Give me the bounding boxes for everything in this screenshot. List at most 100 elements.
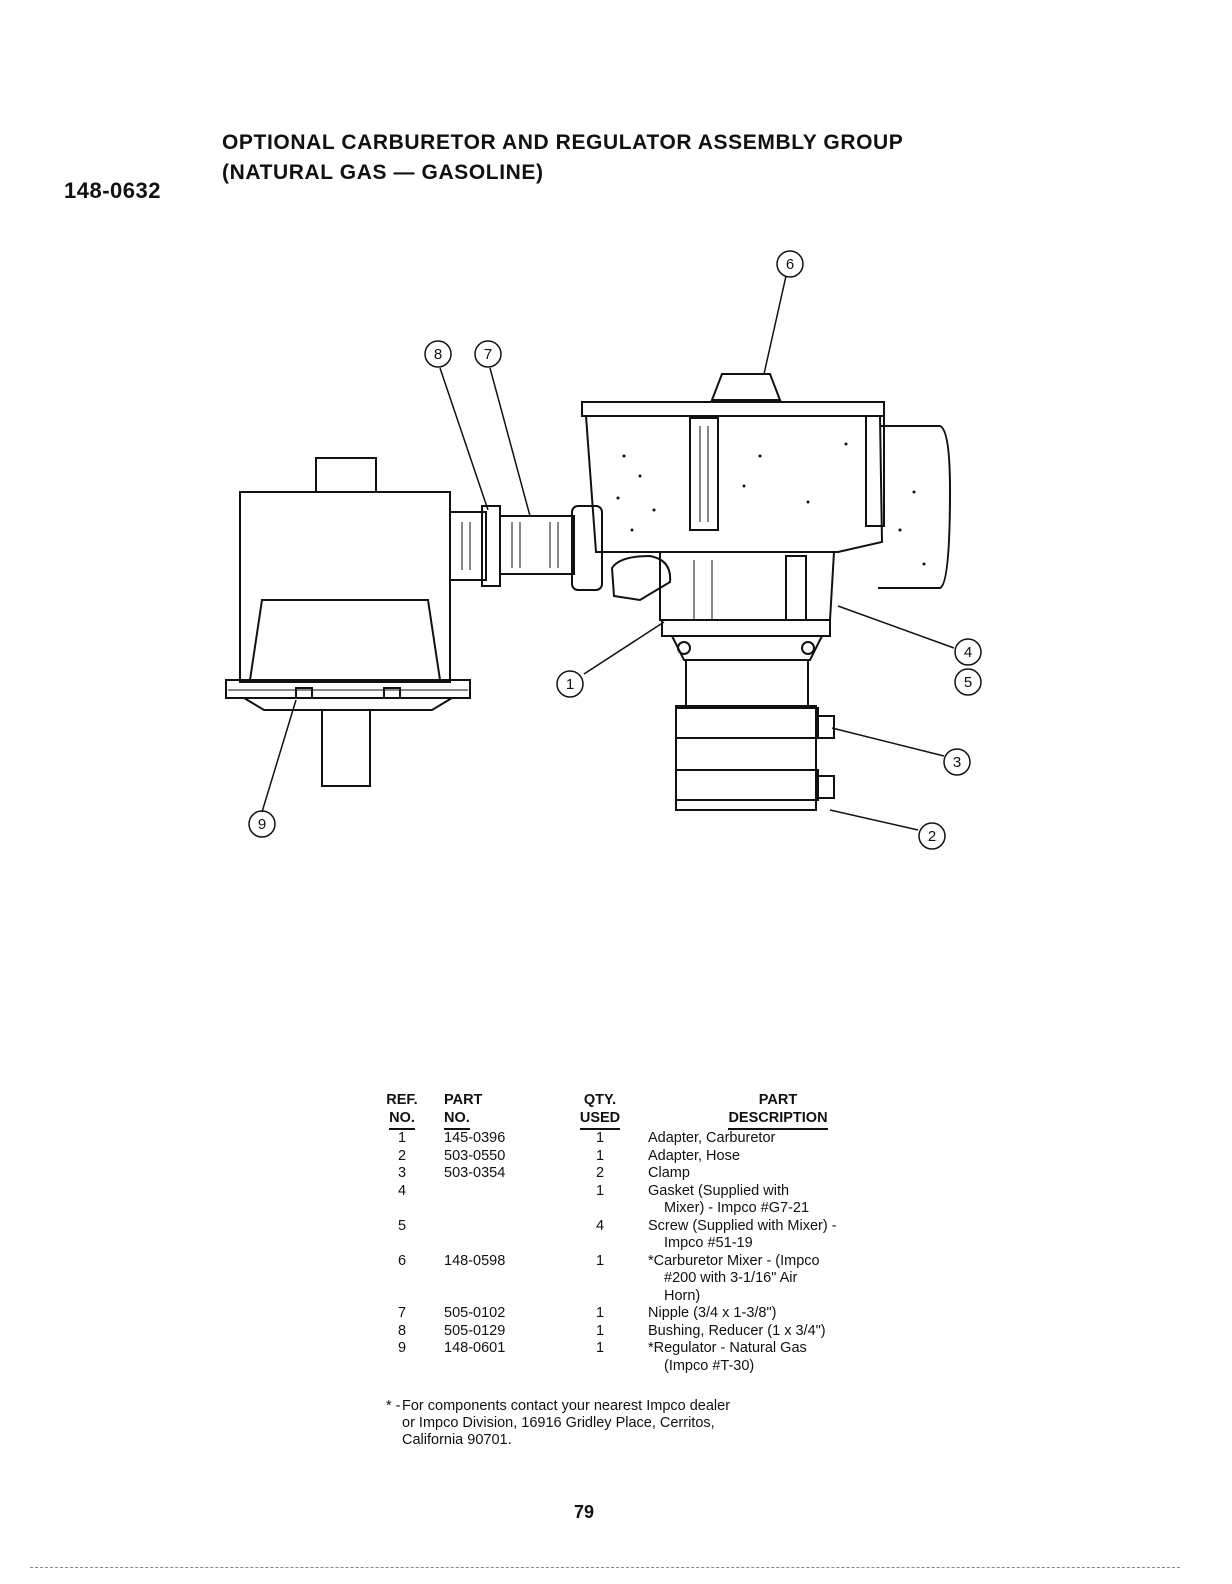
footnote-line-1: For components contact your nearest Impc… — [402, 1398, 731, 1414]
callout-circle-2 — [918, 822, 946, 850]
callout-label-4: 4 — [964, 644, 972, 661]
callout-label-2: 2 — [928, 828, 936, 845]
description-cell: *Carburetor Mixer - (Impco#200 with 3-1/… — [630, 1253, 908, 1306]
callout-label-5: 5 — [964, 674, 972, 691]
callout-circle-7 — [474, 340, 502, 368]
description-line: *Regulator - Natural Gas — [648, 1340, 807, 1356]
table-row: 3 503-0354 2 Clamp — [382, 1165, 908, 1183]
part-number-cell: 503-0354 — [444, 1165, 506, 1181]
callout-circle-9 — [248, 810, 276, 838]
ref-cell: 8 — [397, 1322, 407, 1339]
description-line: Mixer) - Impco #G7-21 — [664, 1200, 810, 1216]
description-line: Nipple (3/4 x 1-3/8") — [648, 1305, 777, 1321]
callout-label-3: 3 — [953, 754, 961, 771]
document-number: 148-0632 — [64, 178, 161, 203]
qty-cell: 1 — [595, 1305, 605, 1321]
table-header-row: REF. NO. PART NO. QTY. USED PART DESCRIP… — [382, 1092, 908, 1130]
ref-cell: 5 — [397, 1217, 407, 1234]
callout-label-7: 7 — [484, 346, 492, 363]
qty-cell: 2 — [595, 1165, 605, 1181]
part-number-cell: 505-0102 — [444, 1305, 506, 1321]
parts-table: REF. NO. PART NO. QTY. USED PART DESCRIP… — [382, 1092, 908, 1375]
qty-cell: 1 — [595, 1130, 605, 1146]
callout-circle-8 — [424, 340, 452, 368]
description-line: Horn) — [664, 1287, 701, 1304]
part-number-cell — [422, 1218, 570, 1253]
description-line: Screw (Supplied with Mixer) - — [648, 1217, 837, 1234]
assembly-drawing: 1 2 3 4 5 6 7 8 9 — [225, 250, 982, 850]
description-cell: Nipple (3/4 x 1-3/8") — [630, 1305, 908, 1323]
table-row: 8 505-0129 1 Bushing, Reducer (1 x 3/4") — [382, 1323, 908, 1341]
part-number-cell: 145-0396 — [444, 1130, 506, 1146]
description-cell: Clamp — [630, 1165, 908, 1183]
description-line: *Carburetor Mixer - (Impco — [648, 1252, 820, 1269]
page-title: OPTIONAL CARBURETOR AND REGULATOR ASSEMB… — [222, 128, 903, 188]
bottom-rule — [30, 1567, 1180, 1568]
table-row: 5 4 Screw (Supplied with Mixer) -Impco #51… — [382, 1218, 908, 1253]
header-ref-no: REF. NO. — [382, 1092, 422, 1130]
nipple-bushing-drawing — [449, 505, 603, 591]
header-qty-used: QTY. USED — [570, 1092, 630, 1130]
ref-cell: 1 — [397, 1130, 407, 1146]
ref-cell: 4 — [397, 1182, 407, 1199]
qty-cell: 4 — [595, 1217, 605, 1234]
part-number-cell: 148-0601 — [444, 1340, 506, 1356]
ref-cell: 2 — [397, 1147, 407, 1164]
description-line: Adapter, Hose — [648, 1147, 740, 1164]
ref-cell: 7 — [397, 1305, 407, 1321]
callout-label-6: 6 — [786, 256, 794, 273]
qty-cell: 1 — [595, 1252, 605, 1269]
part-number-cell — [422, 1183, 570, 1218]
adapter-hose-drawing — [675, 659, 835, 811]
description-line: Gasket (Supplied with — [648, 1182, 790, 1199]
header-part-description: PART DESCRIPTION — [630, 1092, 908, 1130]
description-cell: *Regulator - Natural Gas(Impco #T-30) — [630, 1340, 908, 1375]
description-line: Bushing, Reducer (1 x 3/4") — [648, 1322, 826, 1339]
ref-cell: 3 — [397, 1165, 407, 1181]
description-line: Impco #51-19 — [664, 1235, 753, 1251]
callout-circle-6 — [776, 250, 804, 278]
assembly-diagram: 1 2 3 4 5 6 7 8 9 — [0, 230, 1232, 870]
table-row: 7 505-0102 1 Nipple (3/4 x 1-3/8") — [382, 1305, 908, 1323]
qty-cell: 1 — [595, 1147, 605, 1164]
qty-cell: 1 — [595, 1322, 605, 1339]
part-number-cell: 505-0129 — [444, 1322, 506, 1339]
description-cell: Adapter, Hose — [630, 1148, 908, 1166]
part-number-cell: 148-0598 — [444, 1252, 506, 1269]
page-number: 79 — [574, 1502, 595, 1522]
qty-cell: 1 — [595, 1182, 605, 1199]
texture-dots — [616, 442, 926, 566]
description-line: #200 with 3-1/16" Air — [664, 1270, 798, 1286]
callout-circles — [248, 250, 982, 850]
header-part-no: PART NO. — [422, 1092, 570, 1130]
callout-circle-3 — [943, 748, 971, 776]
callout-circle-5 — [954, 668, 982, 696]
description-line: (Impco #T-30) — [664, 1357, 755, 1374]
callout-label-1: 1 — [566, 676, 574, 693]
footnote-line-3: California 90701. — [402, 1432, 512, 1448]
description-cell: Adapter, Carburetor — [630, 1130, 908, 1148]
footnote-line-2: or Impco Division, 16916 Gridley Place, … — [402, 1415, 715, 1431]
part-number-cell: 503-0550 — [444, 1147, 506, 1164]
qty-cell: 1 — [595, 1340, 605, 1356]
carburetor-mixer-drawing — [581, 373, 952, 661]
description-line: Clamp — [648, 1165, 690, 1181]
description-line: Adapter, Carburetor — [648, 1130, 776, 1146]
leader-lines — [261, 275, 955, 831]
ref-cell: 9 — [397, 1340, 407, 1356]
description-cell: Screw (Supplied with Mixer) -Impco #51-1… — [630, 1218, 908, 1253]
callout-label-8: 8 — [434, 346, 442, 363]
title-line-1: OPTIONAL CARBURETOR AND REGULATOR ASSEMB… — [222, 131, 904, 154]
table-row: 1 145-0396 1 Adapter, Carburetor — [382, 1130, 908, 1148]
footnote-mark: * - — [386, 1398, 401, 1414]
footnote: * - For components contact your nearest … — [386, 1398, 846, 1449]
title-line-2: (NATURAL GAS — GASOLINE) — [222, 161, 544, 184]
table-row: 2 503-0550 1 Adapter, Hose — [382, 1148, 908, 1166]
description-cell: Bushing, Reducer (1 x 3/4") — [630, 1323, 908, 1341]
callout-circle-4 — [954, 638, 982, 666]
regulator-drawing — [225, 457, 471, 787]
